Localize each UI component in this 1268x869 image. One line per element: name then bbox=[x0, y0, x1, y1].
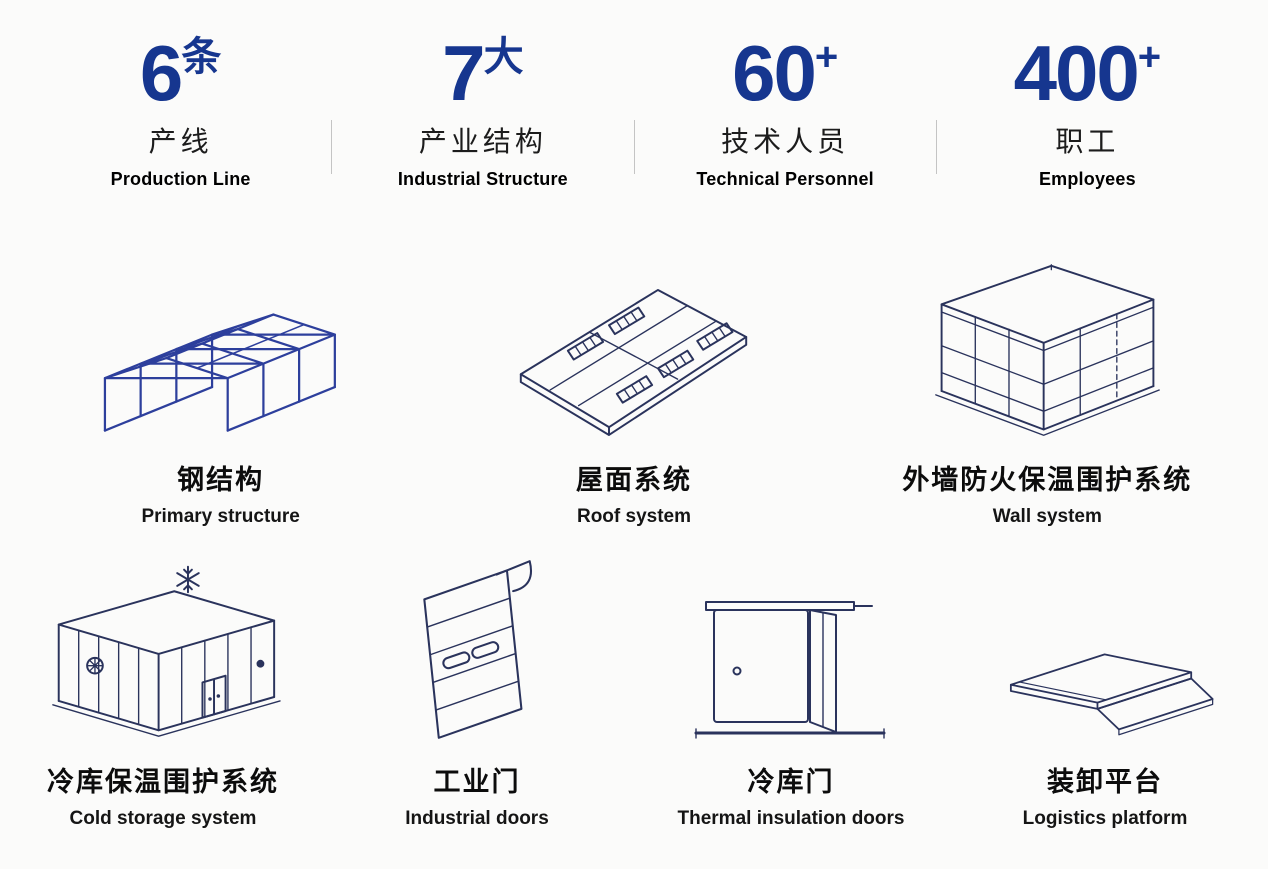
stat-number-value: 400 bbox=[1013, 29, 1140, 117]
stat-number-value: 60 bbox=[732, 29, 817, 117]
product-label-zh: 钢结构 bbox=[177, 465, 265, 495]
stat-number: 6条 bbox=[30, 34, 331, 112]
loading-platform-icon bbox=[1009, 653, 1214, 736]
stat-number-value: 6 bbox=[139, 29, 183, 117]
product-label-zh: 冷库门 bbox=[747, 767, 835, 797]
stat-label-zh: 技术人员 bbox=[721, 126, 850, 157]
stat-divider bbox=[331, 120, 333, 174]
industrial-door-icon bbox=[423, 560, 533, 739]
stat-label-zh: 产业结构 bbox=[418, 126, 547, 157]
icon-box bbox=[41, 552, 286, 744]
stat-number: 400+ bbox=[937, 34, 1238, 112]
icon-box bbox=[930, 262, 1165, 442]
icon-box bbox=[686, 552, 896, 744]
product-cold-storage-door: 冷库门 Thermal insulation doors bbox=[634, 552, 948, 830]
stat-label-en: Technical Personnel bbox=[696, 169, 874, 189]
stats-strip: 6条 产线 Production Line 7大 产业结构 Industrial… bbox=[0, 34, 1268, 234]
stat-number: 60+ bbox=[635, 34, 936, 112]
roof-system-icon bbox=[520, 288, 748, 436]
product-row-2: 冷库保温围护系统 Cold storage system 工业门 Industr… bbox=[0, 552, 1268, 830]
wall-system-icon bbox=[934, 262, 1160, 436]
stat-label-en: Industrial Structure bbox=[397, 169, 568, 189]
product-industrial-door: 工业门 Industrial doors bbox=[320, 552, 634, 830]
stat-number-suffix: 条 bbox=[181, 35, 222, 79]
product-label-zh: 装卸平台 bbox=[1047, 767, 1163, 797]
stat-industrial-structure: 7大 产业结构 Industrial Structure bbox=[332, 34, 633, 234]
product-label-en: Wall system bbox=[992, 506, 1102, 527]
product-cold-storage: 冷库保温围护系统 Cold storage system bbox=[6, 552, 320, 830]
cold-storage-door-icon bbox=[694, 601, 886, 739]
stat-number: 7大 bbox=[332, 34, 633, 112]
product-label-en: Thermal insulation doors bbox=[677, 808, 905, 829]
product-label-zh: 屋面系统 bbox=[575, 465, 692, 495]
stat-number-suffix: + bbox=[814, 35, 839, 79]
stat-employees: 400+ 职工 Employees bbox=[937, 34, 1238, 234]
stat-label-zh: 职工 bbox=[1055, 126, 1120, 157]
product-label-zh: 工业门 bbox=[433, 767, 521, 797]
stat-label-en: Production Line bbox=[110, 169, 251, 189]
stat-number-value: 7 bbox=[442, 29, 485, 117]
product-label-zh: 外墙防火保温围护系统 bbox=[902, 465, 1193, 495]
stat-label-zh: 产线 bbox=[148, 126, 213, 157]
icon-box bbox=[412, 552, 542, 744]
product-label-en: Logistics platform bbox=[1022, 808, 1188, 829]
product-label-en: Primary structure bbox=[141, 506, 300, 527]
product-loading-platform: 装卸平台 Logistics platform bbox=[948, 552, 1262, 830]
product-wall-system: 外墙防火保温围护系统 Wall system bbox=[841, 262, 1254, 528]
stat-number-suffix: + bbox=[1137, 35, 1162, 79]
icon-box bbox=[511, 262, 756, 442]
product-label-en: Industrial doors bbox=[405, 808, 549, 829]
icon-box bbox=[96, 262, 346, 442]
icon-box bbox=[993, 552, 1218, 744]
stat-production-line: 6条 产线 Production Line bbox=[30, 34, 331, 234]
stat-divider bbox=[935, 120, 937, 174]
product-label-en: Cold storage system bbox=[69, 808, 257, 829]
stat-label-en: Employees bbox=[1038, 169, 1136, 189]
stat-technical-personnel: 60+ 技术人员 Technical Personnel bbox=[635, 34, 936, 234]
product-label-en: Roof system bbox=[576, 506, 691, 527]
product-row-1: 钢结构 Primary structure bbox=[0, 262, 1268, 528]
product-steel-structure: 钢结构 Primary structure bbox=[14, 262, 427, 528]
product-label-zh: 冷库保温围护系统 bbox=[47, 767, 279, 797]
stat-number-suffix: 大 bbox=[483, 35, 524, 79]
stat-divider bbox=[633, 120, 635, 174]
steel-structure-icon bbox=[103, 313, 336, 432]
product-roof-system: 屋面系统 Roof system bbox=[427, 262, 840, 528]
cold-storage-icon bbox=[51, 565, 281, 737]
